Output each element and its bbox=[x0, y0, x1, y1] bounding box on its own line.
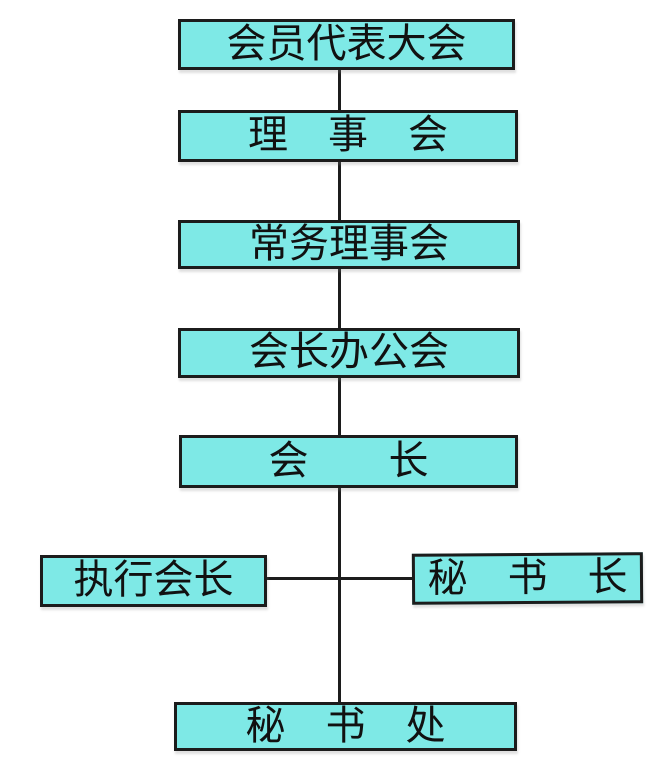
node-standing-council-label: 常务理事会 bbox=[249, 220, 449, 266]
node-executive-president: 执行会长 bbox=[40, 555, 267, 607]
trunk-connector-line bbox=[338, 68, 341, 704]
branch-connector-line bbox=[266, 577, 413, 580]
node-council-label: 理 事 会 bbox=[248, 112, 448, 157]
node-executive-president-label: 执行会长 bbox=[73, 557, 234, 602]
node-president-label: 会 长 bbox=[268, 437, 429, 483]
node-members-congress: 会员代表大会 bbox=[178, 19, 515, 70]
node-presidents-office: 会长办公会 bbox=[178, 328, 520, 378]
node-secretary-general: 秘 书 长 bbox=[411, 552, 644, 605]
node-presidents-office-label: 会长办公会 bbox=[249, 329, 449, 374]
node-standing-council: 常务理事会 bbox=[178, 220, 520, 269]
node-secretary-general-label: 秘 书 长 bbox=[427, 553, 628, 601]
node-secretariat: 秘 书 处 bbox=[174, 702, 517, 751]
node-secretariat-label: 秘 书 处 bbox=[245, 702, 446, 748]
node-president: 会 长 bbox=[179, 435, 518, 488]
node-council: 理 事 会 bbox=[178, 110, 518, 162]
node-members-congress-label: 会员代表大会 bbox=[226, 20, 467, 66]
